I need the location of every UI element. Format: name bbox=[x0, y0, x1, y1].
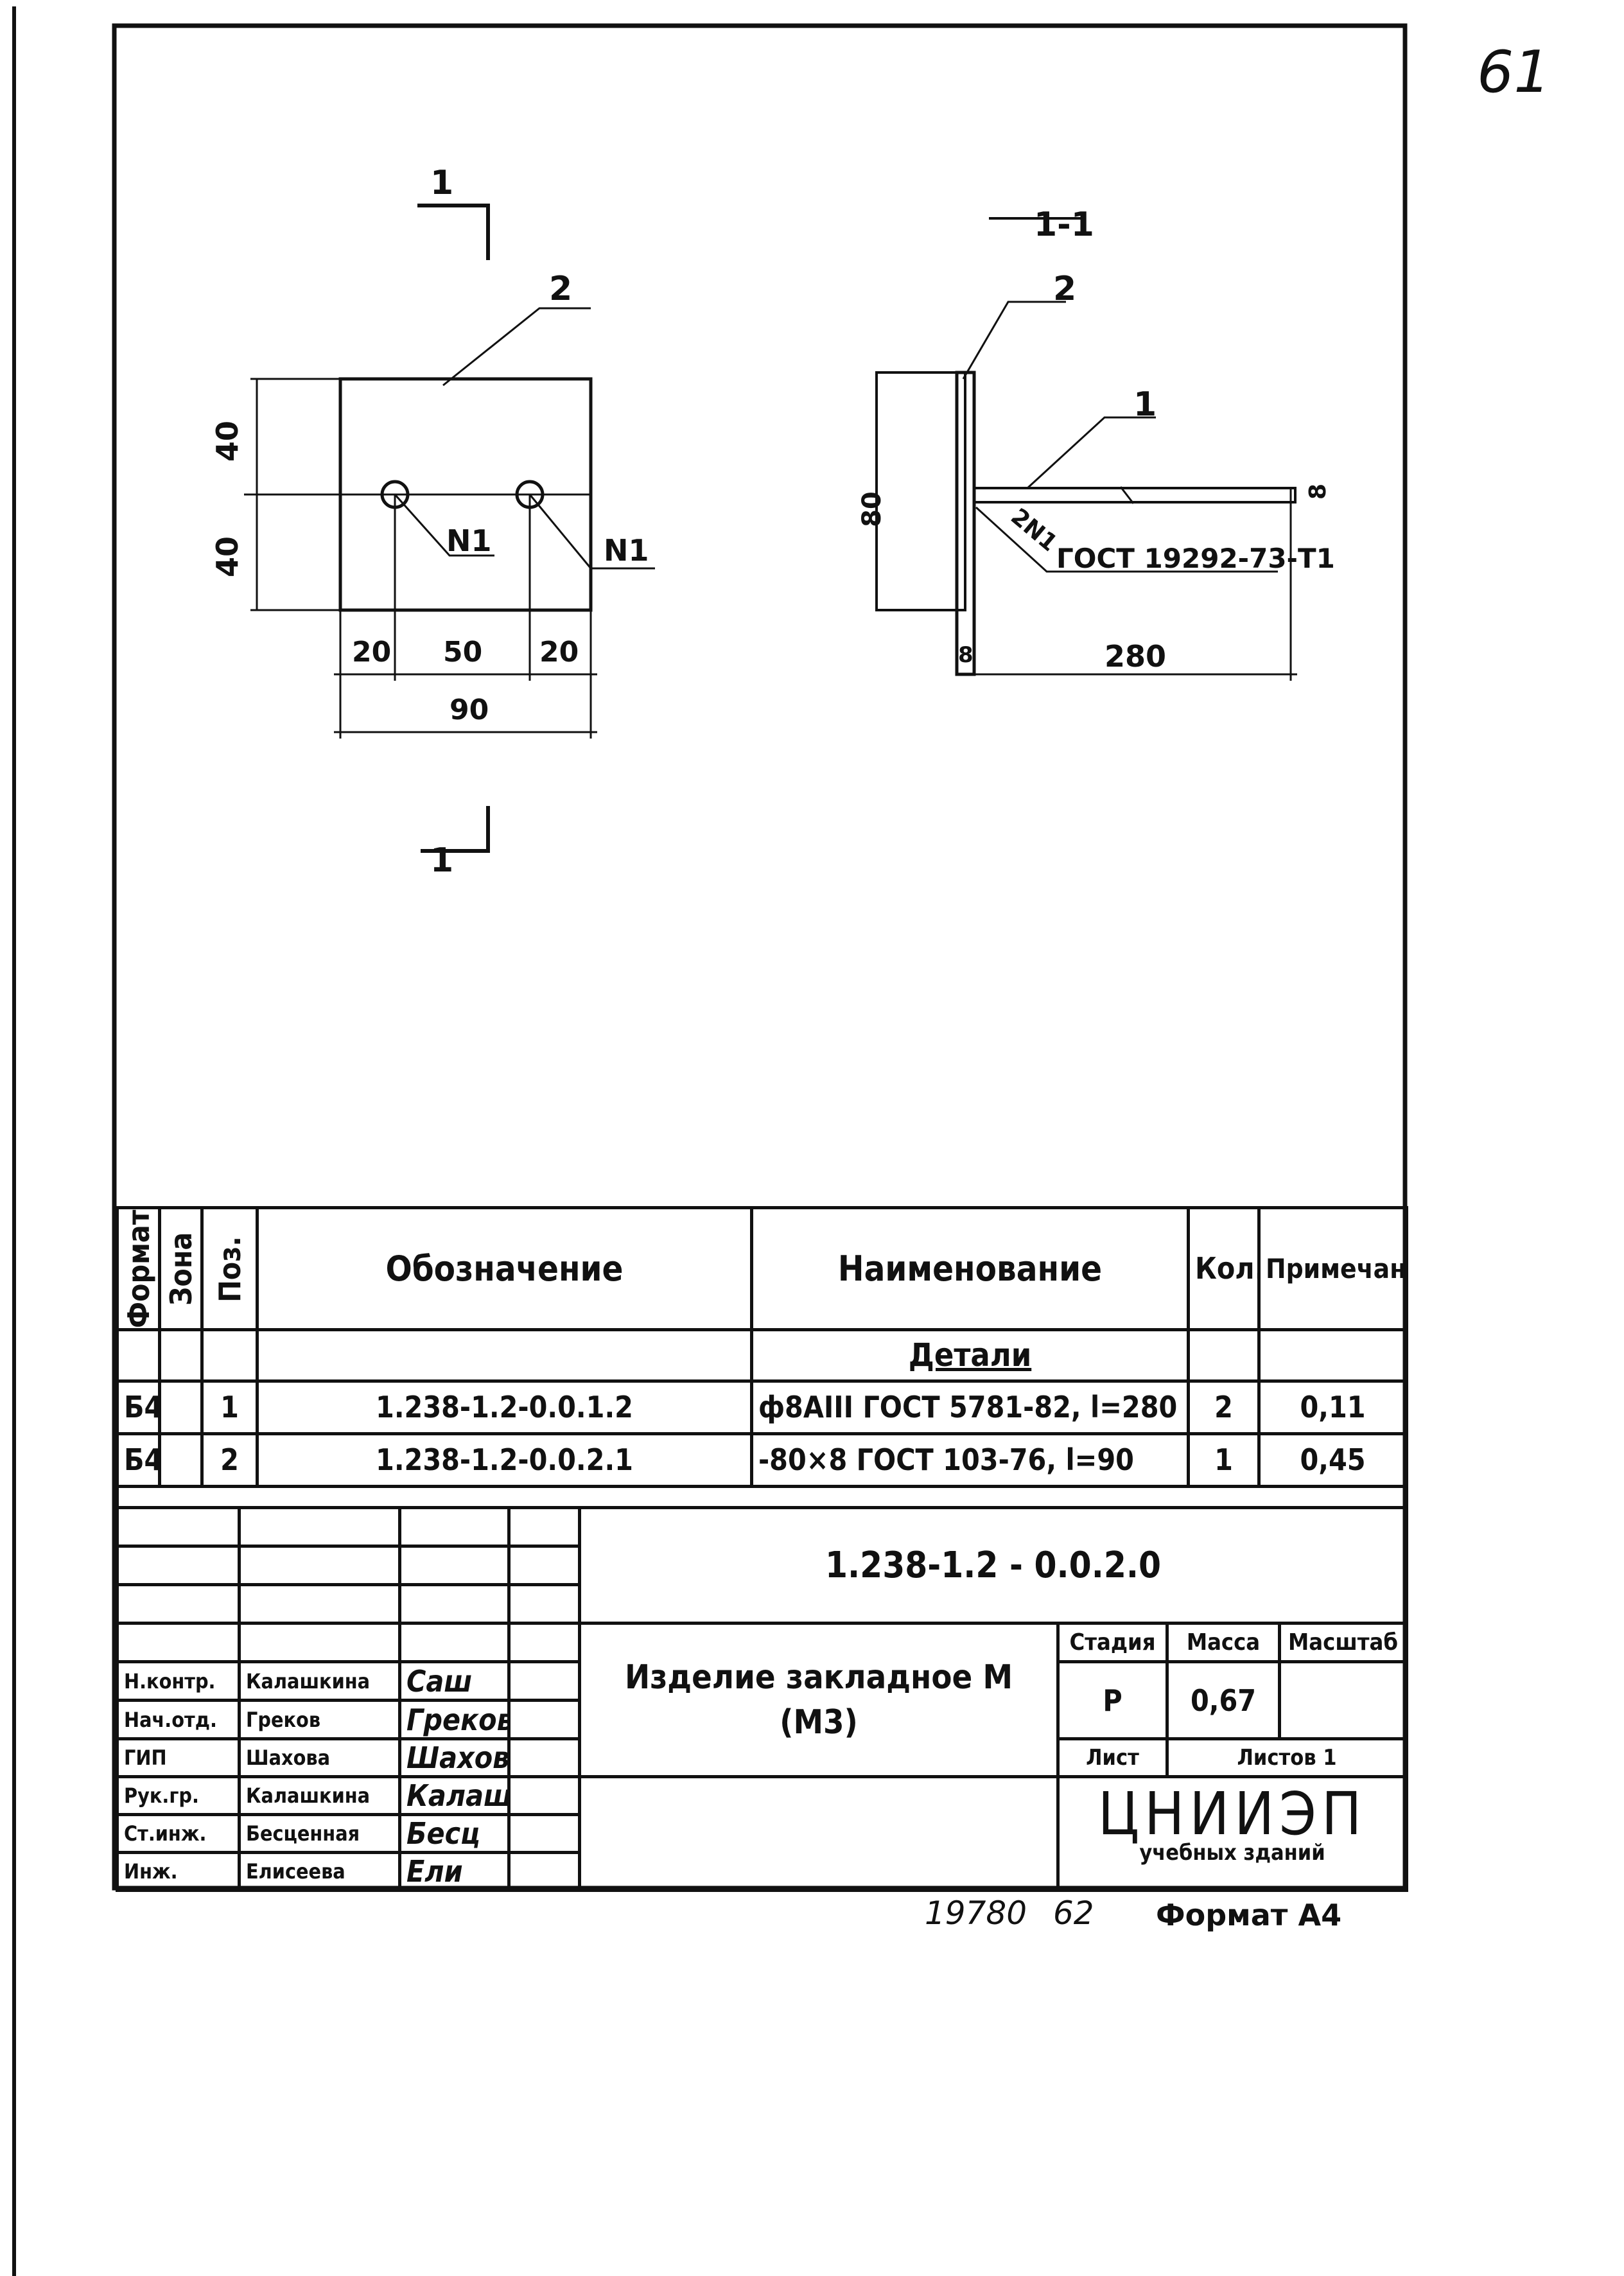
header-qty: Кол. bbox=[1187, 1206, 1261, 1331]
name-2: Шахова bbox=[238, 1737, 401, 1778]
row1-name: ф8АIII ГОСТ 5781-82, l=280 bbox=[750, 1379, 1190, 1435]
stamp-person-row: Нач.отд. Греков Греков bbox=[116, 1699, 1407, 1740]
section-mark-bottom: 1 bbox=[430, 841, 454, 880]
signature-4: Бесц bbox=[398, 1813, 511, 1854]
section-mark-top: 1 bbox=[430, 164, 454, 202]
row2-note: 0,45 bbox=[1257, 1431, 1408, 1488]
scale-label: Масштаб bbox=[1277, 1622, 1409, 1663]
archive-number: 19780 bbox=[925, 1895, 1027, 1932]
row1-designation: 1.238-1.2-0.0.1.2 bbox=[256, 1379, 753, 1435]
name-3: Калашкина bbox=[238, 1775, 401, 1816]
leader-n1-left: N1 bbox=[446, 523, 492, 558]
dim-w-left: 20 bbox=[352, 636, 392, 669]
stage-label: Стадия bbox=[1056, 1622, 1169, 1663]
signature-2: Шахова bbox=[398, 1737, 511, 1778]
spec-table: Формат Зона Поз. Обозначение Наименовани… bbox=[116, 1206, 1408, 1525]
dim-h-bottom: 40 bbox=[210, 536, 245, 578]
paper-format: Формат А4 bbox=[1156, 1898, 1342, 1932]
role-3: Рук.гр. bbox=[116, 1775, 241, 1816]
page-number: 61 bbox=[1477, 39, 1551, 106]
stamp-person-row: Рук.гр. Калашкина Калаш ЦНИИЭП учебных з… bbox=[116, 1775, 1409, 1892]
doc-code: 1.238-1.2 - 0.0.2.0 bbox=[577, 1506, 1409, 1625]
row1-qty: 2 bbox=[1187, 1379, 1261, 1435]
row2-name: -80×8 ГОСТ 103-76, l=90 bbox=[750, 1431, 1190, 1488]
signature-5: Ели bbox=[398, 1851, 511, 1892]
signature-3: Калаш bbox=[398, 1775, 511, 1816]
stage-value: Р bbox=[1056, 1660, 1169, 1740]
table-row: Б4 1 1.238-1.2-0.0.1.2 ф8АIII ГОСТ 5781-… bbox=[116, 1379, 1408, 1435]
dim-w-mid: 50 bbox=[443, 636, 483, 669]
dim-height: 80 bbox=[857, 491, 887, 527]
leader-n1-right: N1 bbox=[604, 533, 649, 568]
row2-designation: 1.238-1.2-0.0.2.1 bbox=[256, 1431, 753, 1488]
dim-bar-diameter: 8 bbox=[1305, 483, 1332, 500]
spec-header-row: Формат Зона Поз. Обозначение Наименовани… bbox=[117, 1206, 1408, 1331]
section-part-1: 1 bbox=[1133, 385, 1157, 424]
plan-view bbox=[244, 204, 655, 853]
header-designation: Обозначение bbox=[256, 1206, 753, 1331]
mass-label: Масса bbox=[1166, 1622, 1281, 1663]
sheets-label: Листов 1 bbox=[1165, 1737, 1409, 1778]
section-view bbox=[875, 217, 1297, 681]
product-title-line1: Изделие закладное М bbox=[624, 1658, 1013, 1697]
role-2: ГИП bbox=[116, 1737, 241, 1778]
table-row: Б4 2 1.238-1.2-0.0.2.1 -80×8 ГОСТ 103-76… bbox=[116, 1431, 1408, 1488]
section-title: 1-1 bbox=[1034, 206, 1094, 244]
dim-h-top: 40 bbox=[210, 420, 245, 462]
row1-pos: 1 bbox=[200, 1379, 259, 1435]
header-note: Примечание bbox=[1257, 1206, 1408, 1331]
row1-note: 0,11 bbox=[1257, 1379, 1408, 1435]
name-5: Елисеева bbox=[238, 1851, 401, 1892]
stamp-person-row: ГИП Шахова Шахова Лист Листов 1 bbox=[116, 1737, 1409, 1778]
header-format: Формат bbox=[117, 1207, 160, 1330]
row1-format: Б4 bbox=[116, 1379, 161, 1435]
product-title-line2: (М3) bbox=[780, 1703, 858, 1742]
dim-thickness: 8 bbox=[958, 642, 974, 668]
header-pos: Поз. bbox=[202, 1207, 258, 1330]
weld-standard: ГОСТ 19292-73-Т1 bbox=[1056, 543, 1335, 574]
section-title-details: Детали bbox=[750, 1327, 1190, 1383]
dim-length: 280 bbox=[1104, 639, 1167, 674]
header-name: Наименование bbox=[750, 1206, 1190, 1331]
product-title: Изделие закладное М (М3) bbox=[578, 1622, 1060, 1778]
signature-1: Греков bbox=[398, 1699, 511, 1740]
role-4: Ст.инж. bbox=[116, 1813, 241, 1854]
part-label-2: 2 bbox=[549, 270, 573, 308]
stamp-person-row: Ст.инж. Бесценная Бесц bbox=[116, 1813, 1407, 1854]
org-name: ЦНИИЭП bbox=[1097, 1780, 1367, 1848]
sheet-number: 62 bbox=[1053, 1895, 1094, 1932]
role-0: Н.контр. bbox=[116, 1660, 241, 1702]
dim-w-total: 90 bbox=[450, 694, 489, 726]
signature-0: Саш bbox=[398, 1660, 511, 1702]
stamp-person-row: Инж. Елисеева Ели bbox=[116, 1851, 1407, 1892]
name-0: Калашкина bbox=[238, 1660, 401, 1702]
role-5: Инж. bbox=[116, 1851, 241, 1892]
role-1: Нач.отд. bbox=[116, 1699, 241, 1740]
name-1: Греков bbox=[238, 1699, 401, 1740]
header-zone: Зона bbox=[159, 1207, 202, 1330]
spec-section-row: Детали bbox=[116, 1327, 1408, 1383]
row2-pos: 2 bbox=[200, 1431, 259, 1488]
title-block: 1.238-1.2 - 0.0.2.0 Изделие закладное М … bbox=[116, 1506, 1409, 1892]
org-subtitle: учебных зданий bbox=[1139, 1840, 1325, 1866]
sheet-label: Лист bbox=[1056, 1737, 1169, 1778]
dim-w-right: 20 bbox=[539, 636, 579, 669]
stamp-person-row: Н.контр. Калашкина Саш Р 0,67 bbox=[116, 1660, 1409, 1740]
name-4: Бесценная bbox=[238, 1813, 401, 1854]
row2-qty: 1 bbox=[1187, 1431, 1261, 1488]
organization: ЦНИИЭП учебных зданий bbox=[1056, 1775, 1409, 1892]
row2-format: Б4 bbox=[116, 1431, 161, 1488]
section-part-2: 2 bbox=[1053, 270, 1077, 308]
mass-value: 0,67 bbox=[1166, 1660, 1281, 1740]
